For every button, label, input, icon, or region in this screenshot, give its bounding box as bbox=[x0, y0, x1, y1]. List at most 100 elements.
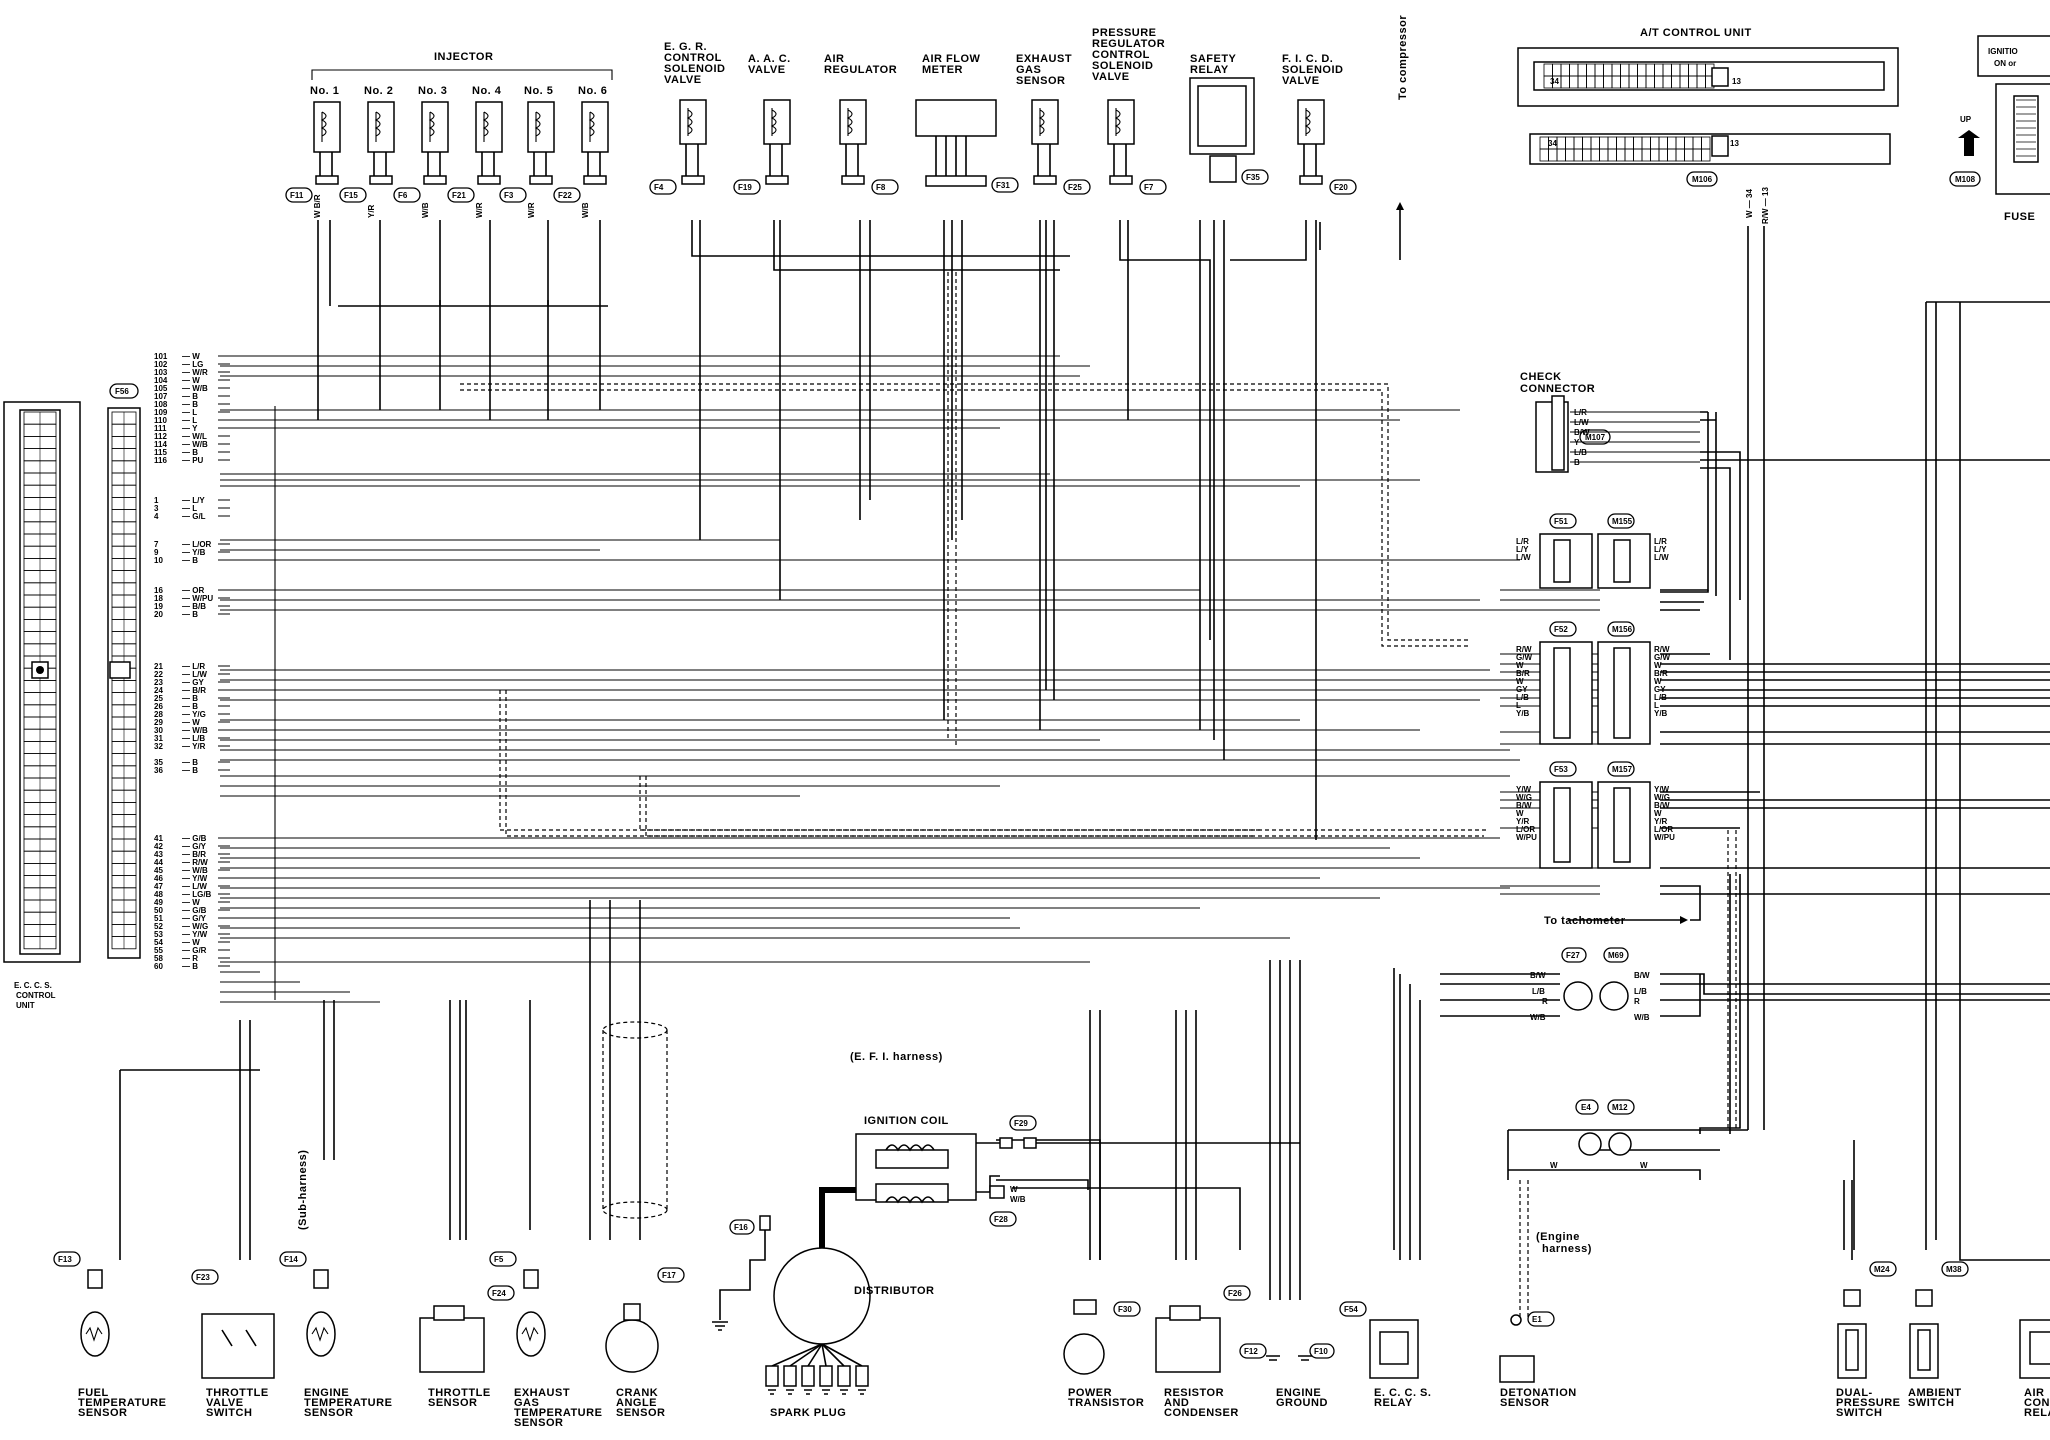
bottom-comp-7-label-line-1: AND bbox=[1164, 1397, 1189, 1409]
pin-55-wire: — G/R bbox=[182, 946, 207, 955]
pin-19-number: 19 bbox=[154, 602, 163, 611]
bottom-comp-9-conn-tag bbox=[1339, 1301, 1367, 1317]
mid-0-right-wire-1: L/Y bbox=[1654, 545, 1667, 554]
pin-109-wire: — L bbox=[182, 408, 197, 417]
pin-28-number: 28 bbox=[154, 710, 163, 719]
top-comp-6-label-line-1: RELAY bbox=[1190, 64, 1229, 76]
top-comp-5-conn-tag bbox=[1139, 179, 1167, 195]
mid-2-left-tag bbox=[1549, 761, 1577, 777]
check-conn-tag bbox=[1579, 429, 1611, 445]
pin-103-wire: — W/R bbox=[182, 368, 208, 377]
m69-wire-2: R bbox=[1634, 997, 1640, 1006]
pin-26-number: 26 bbox=[154, 702, 163, 711]
top-comp-2-label-line-1: REGULATOR bbox=[824, 64, 897, 76]
pin-7-number: 7 bbox=[154, 540, 159, 549]
injector-1-leads bbox=[319, 152, 333, 176]
bottom-comp-0-resistor-icon bbox=[85, 1326, 103, 1342]
mid-0-right-id: M155 bbox=[1612, 517, 1633, 526]
mid-1-left-wire-1: G/W bbox=[1516, 653, 1532, 662]
pin-10-wire: — B bbox=[182, 556, 198, 565]
pin-60-wire: — B bbox=[182, 962, 198, 971]
spark-plug-icon bbox=[819, 1365, 833, 1387]
air-flow-meter-leads bbox=[935, 136, 967, 176]
top-comp-1-leads bbox=[769, 144, 783, 176]
top-comp-0-label-line-1: CONTROL bbox=[664, 52, 722, 64]
bottom-comp-1-conn-id: F23 bbox=[196, 1273, 210, 1282]
top-comp-0-conn-id: F4 bbox=[654, 183, 664, 192]
bottom-comp-8-conn-tag bbox=[1239, 1343, 1267, 1359]
ground-symbol bbox=[712, 1321, 728, 1331]
top-comp-5-label-line-3: SOLENOID bbox=[1092, 60, 1153, 72]
at-pin-13b: 13 bbox=[1730, 139, 1739, 148]
plug-lead-0 bbox=[771, 1343, 823, 1367]
top-comp-0-coil-icon bbox=[686, 108, 693, 136]
efi-harness-label: (E. F. I. harness) bbox=[850, 1051, 943, 1063]
pin-50-number: 50 bbox=[154, 906, 163, 915]
top-comp-7-coil-icon bbox=[1304, 108, 1311, 136]
top-comp-1-body bbox=[763, 99, 791, 145]
injector-2-wire: Y/R bbox=[367, 204, 376, 218]
injector-3-conn-tag bbox=[393, 187, 421, 203]
pin-101-number: 101 bbox=[154, 352, 168, 361]
mid-2-left-wire-0: Y/W bbox=[1516, 785, 1532, 794]
injector-4-conn-tag bbox=[447, 187, 475, 203]
bottom-comp-2-label-line-1: TEMPERATURE bbox=[304, 1397, 392, 1409]
bottom-comp-0-label-line-2: SENSOR bbox=[78, 1407, 127, 1419]
injector-4-conn-id: F21 bbox=[452, 191, 466, 200]
pin-24-wire: — B/R bbox=[182, 686, 206, 695]
pin-1-wire: — L/Y bbox=[182, 496, 205, 505]
bottom-comp-10-label-line-0: DETONATION bbox=[1500, 1387, 1577, 1399]
mid-1-right-id: M156 bbox=[1612, 625, 1633, 634]
bottom-comp-8-ground-icon bbox=[1266, 1355, 1312, 1361]
pin-16-wire: — OR bbox=[182, 586, 204, 595]
up-arrow-icon bbox=[1958, 130, 1980, 156]
bottom-comp-2-label-line-2: SENSOR bbox=[304, 1407, 353, 1419]
mid-1-right-wire-1: G/W bbox=[1654, 653, 1670, 662]
pin-101-wire: — W bbox=[182, 352, 200, 361]
plug-ground-icon bbox=[822, 1389, 830, 1395]
bottom-comp-11-switch-icon bbox=[1845, 1329, 1859, 1371]
injector-3-body bbox=[421, 101, 449, 153]
injector-5-wire: W/R bbox=[527, 202, 536, 218]
top-comp-4-conn-id: F25 bbox=[1068, 183, 1082, 192]
top-comp-5-body bbox=[1107, 99, 1135, 145]
m69-id: M69 bbox=[1608, 951, 1624, 960]
top-comp-3-label-line-0: AIR FLOW bbox=[922, 53, 980, 65]
bottom-comp-10-conn-id: E1 bbox=[1532, 1315, 1542, 1324]
bottom-comp-4-label-line-2: TEMPERATURE bbox=[514, 1407, 602, 1419]
mid-2-left-wire-2: B/W bbox=[1516, 801, 1532, 810]
spark-plug-icon bbox=[855, 1365, 869, 1387]
top-comp-0-label-line-0: E. G. R. bbox=[664, 41, 707, 53]
bottom-comp-6-label-line-0: POWER bbox=[1068, 1387, 1112, 1399]
injector-3-connector bbox=[423, 175, 447, 185]
mid-1-right-wire-8: Y/B bbox=[1654, 709, 1668, 718]
m69-wire-0: B/W bbox=[1634, 971, 1650, 980]
plug-lead-5 bbox=[821, 1343, 863, 1367]
top-comp-7-connector bbox=[1299, 175, 1323, 185]
bottom-comp-9-label-line-0: E. C. C. S. bbox=[1374, 1387, 1431, 1399]
injector-6-conn-id: F22 bbox=[558, 191, 572, 200]
top-comp-2-conn-id: F8 bbox=[876, 183, 886, 192]
pin-9-wire: — Y/B bbox=[182, 548, 206, 557]
mid-0-right-tag bbox=[1607, 513, 1635, 529]
top-comp-4-leads bbox=[1037, 144, 1051, 176]
bottom-comp-1-label-line-0: THROTTLE bbox=[206, 1387, 269, 1399]
pin-109-number: 109 bbox=[154, 408, 168, 417]
top-comp-2-conn-tag bbox=[871, 179, 899, 195]
top-comp-3-label-line-1: METER bbox=[922, 64, 963, 76]
injector-2-body bbox=[367, 101, 395, 153]
f28-w: W bbox=[1010, 1185, 1018, 1194]
eccs-key-dot bbox=[36, 666, 44, 674]
top-comp-5-label-line-4: VALVE bbox=[1092, 71, 1130, 83]
fuse-block-inner bbox=[2013, 95, 2039, 163]
pin-114-wire: — W/B bbox=[182, 440, 208, 449]
pin-111-number: 111 bbox=[154, 424, 167, 433]
top-comp-7-leads bbox=[1303, 144, 1317, 176]
eccs-label-1: E. C. C. S. bbox=[14, 981, 52, 990]
pin-48-wire: — LG/B bbox=[182, 890, 212, 899]
mid-2-right-wire-0: Y/W bbox=[1654, 785, 1670, 794]
eccs-harness-key bbox=[109, 661, 131, 679]
injector-2-conn-tag bbox=[339, 187, 367, 203]
